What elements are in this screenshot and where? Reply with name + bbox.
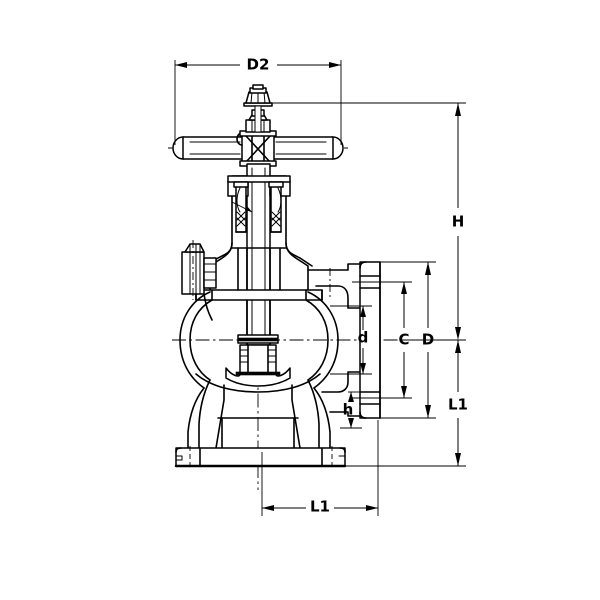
handwheel-x-spoke-2 — [245, 135, 271, 163]
dim-hflange-arrow-bottom — [348, 418, 354, 428]
body-lower-inner-left — [198, 379, 211, 449]
valve-disc — [225, 334, 291, 387]
gland-bolt-right — [268, 181, 284, 188]
dim-hflange-arrow-top — [348, 392, 354, 402]
bonnet-flange — [195, 289, 323, 301]
dim-dbore-arrow-top — [360, 306, 366, 317]
handwheel — [172, 130, 344, 167]
gland-bolt-left — [233, 181, 249, 188]
outlet-flange-corner-bl — [359, 411, 367, 419]
disc-seal-band — [235, 371, 281, 376]
dim-label-c: C — [398, 331, 409, 349]
packing-leader-arrow — [245, 206, 252, 212]
base-flange-notch-left — [175, 455, 183, 461]
dim-d2-arrow-right — [329, 62, 341, 68]
dim-l1h-arrow-left — [262, 505, 274, 511]
hex-side-plug — [181, 240, 217, 321]
stem-cap-pip — [252, 84, 264, 90]
body-lower-right — [313, 387, 331, 449]
dim-l1h-arrow-right — [366, 505, 378, 511]
dimension-c: C — [398, 282, 410, 398]
base-flange — [174, 446, 347, 468]
dim-dflange-arrow-bottom — [425, 405, 431, 418]
throat-left — [215, 384, 225, 449]
body-outer-left — [179, 291, 211, 389]
stem-cap-face-1 — [250, 91, 253, 104]
body-lower-left — [187, 387, 205, 449]
bonnet-flange-inner-edges — [211, 289, 307, 301]
dim-dflange-arrow-top — [425, 262, 431, 275]
dimension-h-flange: h — [343, 392, 354, 428]
base-flange-plate — [175, 447, 346, 467]
dimension-l1-vertical: L1 — [440, 339, 468, 466]
valve-seat — [225, 367, 291, 387]
base-flange-corner-r — [339, 447, 346, 453]
gland-flange — [227, 175, 291, 183]
dimension-d-flange: D — [422, 262, 434, 418]
outlet-flange-corner-tl — [359, 261, 367, 269]
dim-label-h-flange: h — [343, 401, 354, 419]
dim-label-h: H — [452, 213, 465, 231]
dimension-d-bore: d — [358, 306, 369, 374]
valve-body — [179, 291, 339, 449]
packing-hatch-left — [236, 211, 246, 227]
dim-label-d-flange: D — [422, 331, 434, 349]
dim-label-l1-vertical: L1 — [448, 396, 468, 414]
dimension-d2: D2 — [175, 56, 341, 74]
dim-label-d2: D2 — [247, 56, 270, 74]
stem-shaft — [246, 163, 271, 346]
body-outer-right — [307, 291, 339, 389]
outlet-inner-top — [315, 285, 379, 309]
handwheel-spoke-left — [182, 136, 244, 160]
dim-label-d-bore: d — [358, 329, 369, 347]
throat-inner — [221, 417, 295, 449]
side-plug-shank — [203, 257, 217, 289]
dimension-l1-horizontal: L1 — [262, 498, 378, 516]
disc-collar — [239, 344, 277, 375]
dim-dbore-arrow-bottom — [360, 363, 366, 374]
dim-d2-arrow-left — [175, 62, 187, 68]
body-seat-bowl — [195, 373, 321, 393]
body-inner-left — [189, 299, 213, 381]
dim-h-arrow-bottom — [455, 327, 461, 340]
stem-cap-face-3 — [263, 91, 266, 104]
bonnet-right-profile — [285, 242, 309, 293]
dim-l1v-arrow-bottom — [455, 453, 461, 466]
dim-label-l1-horizontal: L1 — [310, 498, 330, 516]
throat-right — [291, 384, 301, 449]
packing-hatch-right — [271, 211, 281, 227]
dim-c-arrow-top — [401, 282, 407, 294]
body-inner-right — [305, 299, 329, 381]
bonnet-neck-inner — [237, 247, 281, 291]
disc-nut-band — [237, 337, 279, 342]
stem-upper — [254, 105, 262, 133]
handwheel-spoke-right — [272, 136, 334, 160]
dim-h-arrow-top — [455, 103, 461, 116]
body-lower-inner-right — [307, 379, 320, 449]
extension-lines — [174, 60, 466, 516]
dimension-h: H — [452, 103, 465, 340]
outlet-inner-bottom — [321, 371, 379, 393]
gland-inner-curve-right — [277, 187, 282, 213]
side-plug-boss-fillet — [203, 293, 213, 321]
dim-c-arrow-bottom — [401, 386, 407, 398]
gland-inner-curve-left — [236, 187, 241, 213]
dim-l1v-arrow-top — [455, 340, 461, 353]
base-flange-corner-l — [175, 447, 182, 453]
